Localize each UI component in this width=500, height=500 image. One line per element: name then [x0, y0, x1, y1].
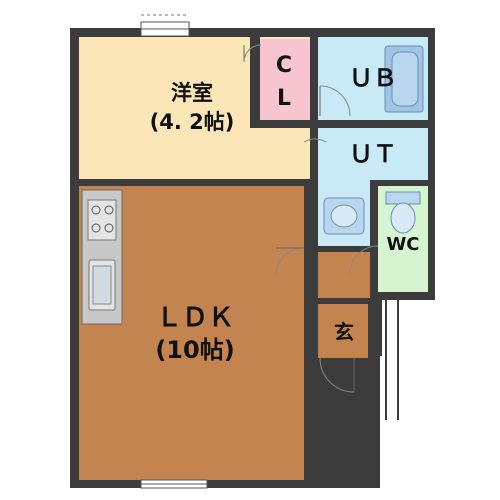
toilet-tank	[385, 191, 421, 205]
utility-label: ＵＴ	[349, 140, 397, 168]
closet-label-l: L	[277, 86, 291, 111]
closet-label-c: C	[276, 53, 292, 78]
stove	[87, 199, 117, 241]
ldk-label: ＬＤＫ	[156, 303, 234, 333]
entrance-floor	[318, 304, 368, 358]
entrance-label: 玄	[334, 320, 354, 344]
toilet-door-swing	[349, 245, 379, 275]
unit-bath-label: ＵＢ	[349, 64, 397, 92]
western-room-label: 洋室	[171, 81, 213, 105]
hall-floor	[318, 252, 370, 298]
entrance-door-swing	[319, 357, 355, 393]
bath-door-swing	[319, 85, 351, 117]
toilet-bowl	[390, 202, 416, 234]
closet-floor	[260, 39, 310, 120]
western-room-size: (4. 2帖)	[150, 110, 235, 134]
ldk-size: (10帖)	[155, 336, 234, 364]
utility-floor	[318, 128, 428, 180]
western-door-swing	[303, 138, 327, 143]
toilet-label: WC	[386, 234, 419, 255]
